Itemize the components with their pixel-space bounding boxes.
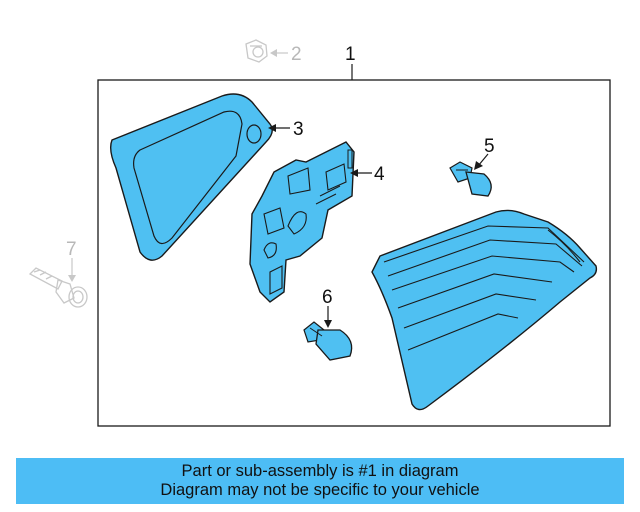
callout-5: 5 bbox=[484, 136, 495, 157]
bolt-part-7 bbox=[28, 267, 88, 308]
banner-line-2: Diagram may not be specific to your vehi… bbox=[160, 481, 480, 499]
gasket-part-3 bbox=[109, 93, 273, 261]
callout-7: 7 bbox=[66, 239, 77, 260]
callout-3: 3 bbox=[293, 119, 304, 140]
tail-lamp-part-1 bbox=[371, 209, 598, 411]
banner-line-1: Part or sub-assembly is #1 in diagram bbox=[181, 462, 459, 480]
callout-6: 6 bbox=[322, 287, 333, 308]
assembly-frame bbox=[97, 79, 611, 427]
callout-4: 4 bbox=[374, 164, 385, 185]
parts-diagram: 1 2 7 3 4 bbox=[28, 39, 611, 427]
bulb-part-6 bbox=[303, 321, 353, 361]
bulb-part-5 bbox=[449, 161, 492, 197]
callout-1: 1 bbox=[345, 44, 356, 65]
socket-part-4 bbox=[249, 141, 355, 303]
disclaimer-banner: Part or sub-assembly is #1 in diagram Di… bbox=[16, 458, 624, 504]
callout-2: 2 bbox=[291, 44, 302, 65]
nut-part-2 bbox=[245, 39, 268, 63]
